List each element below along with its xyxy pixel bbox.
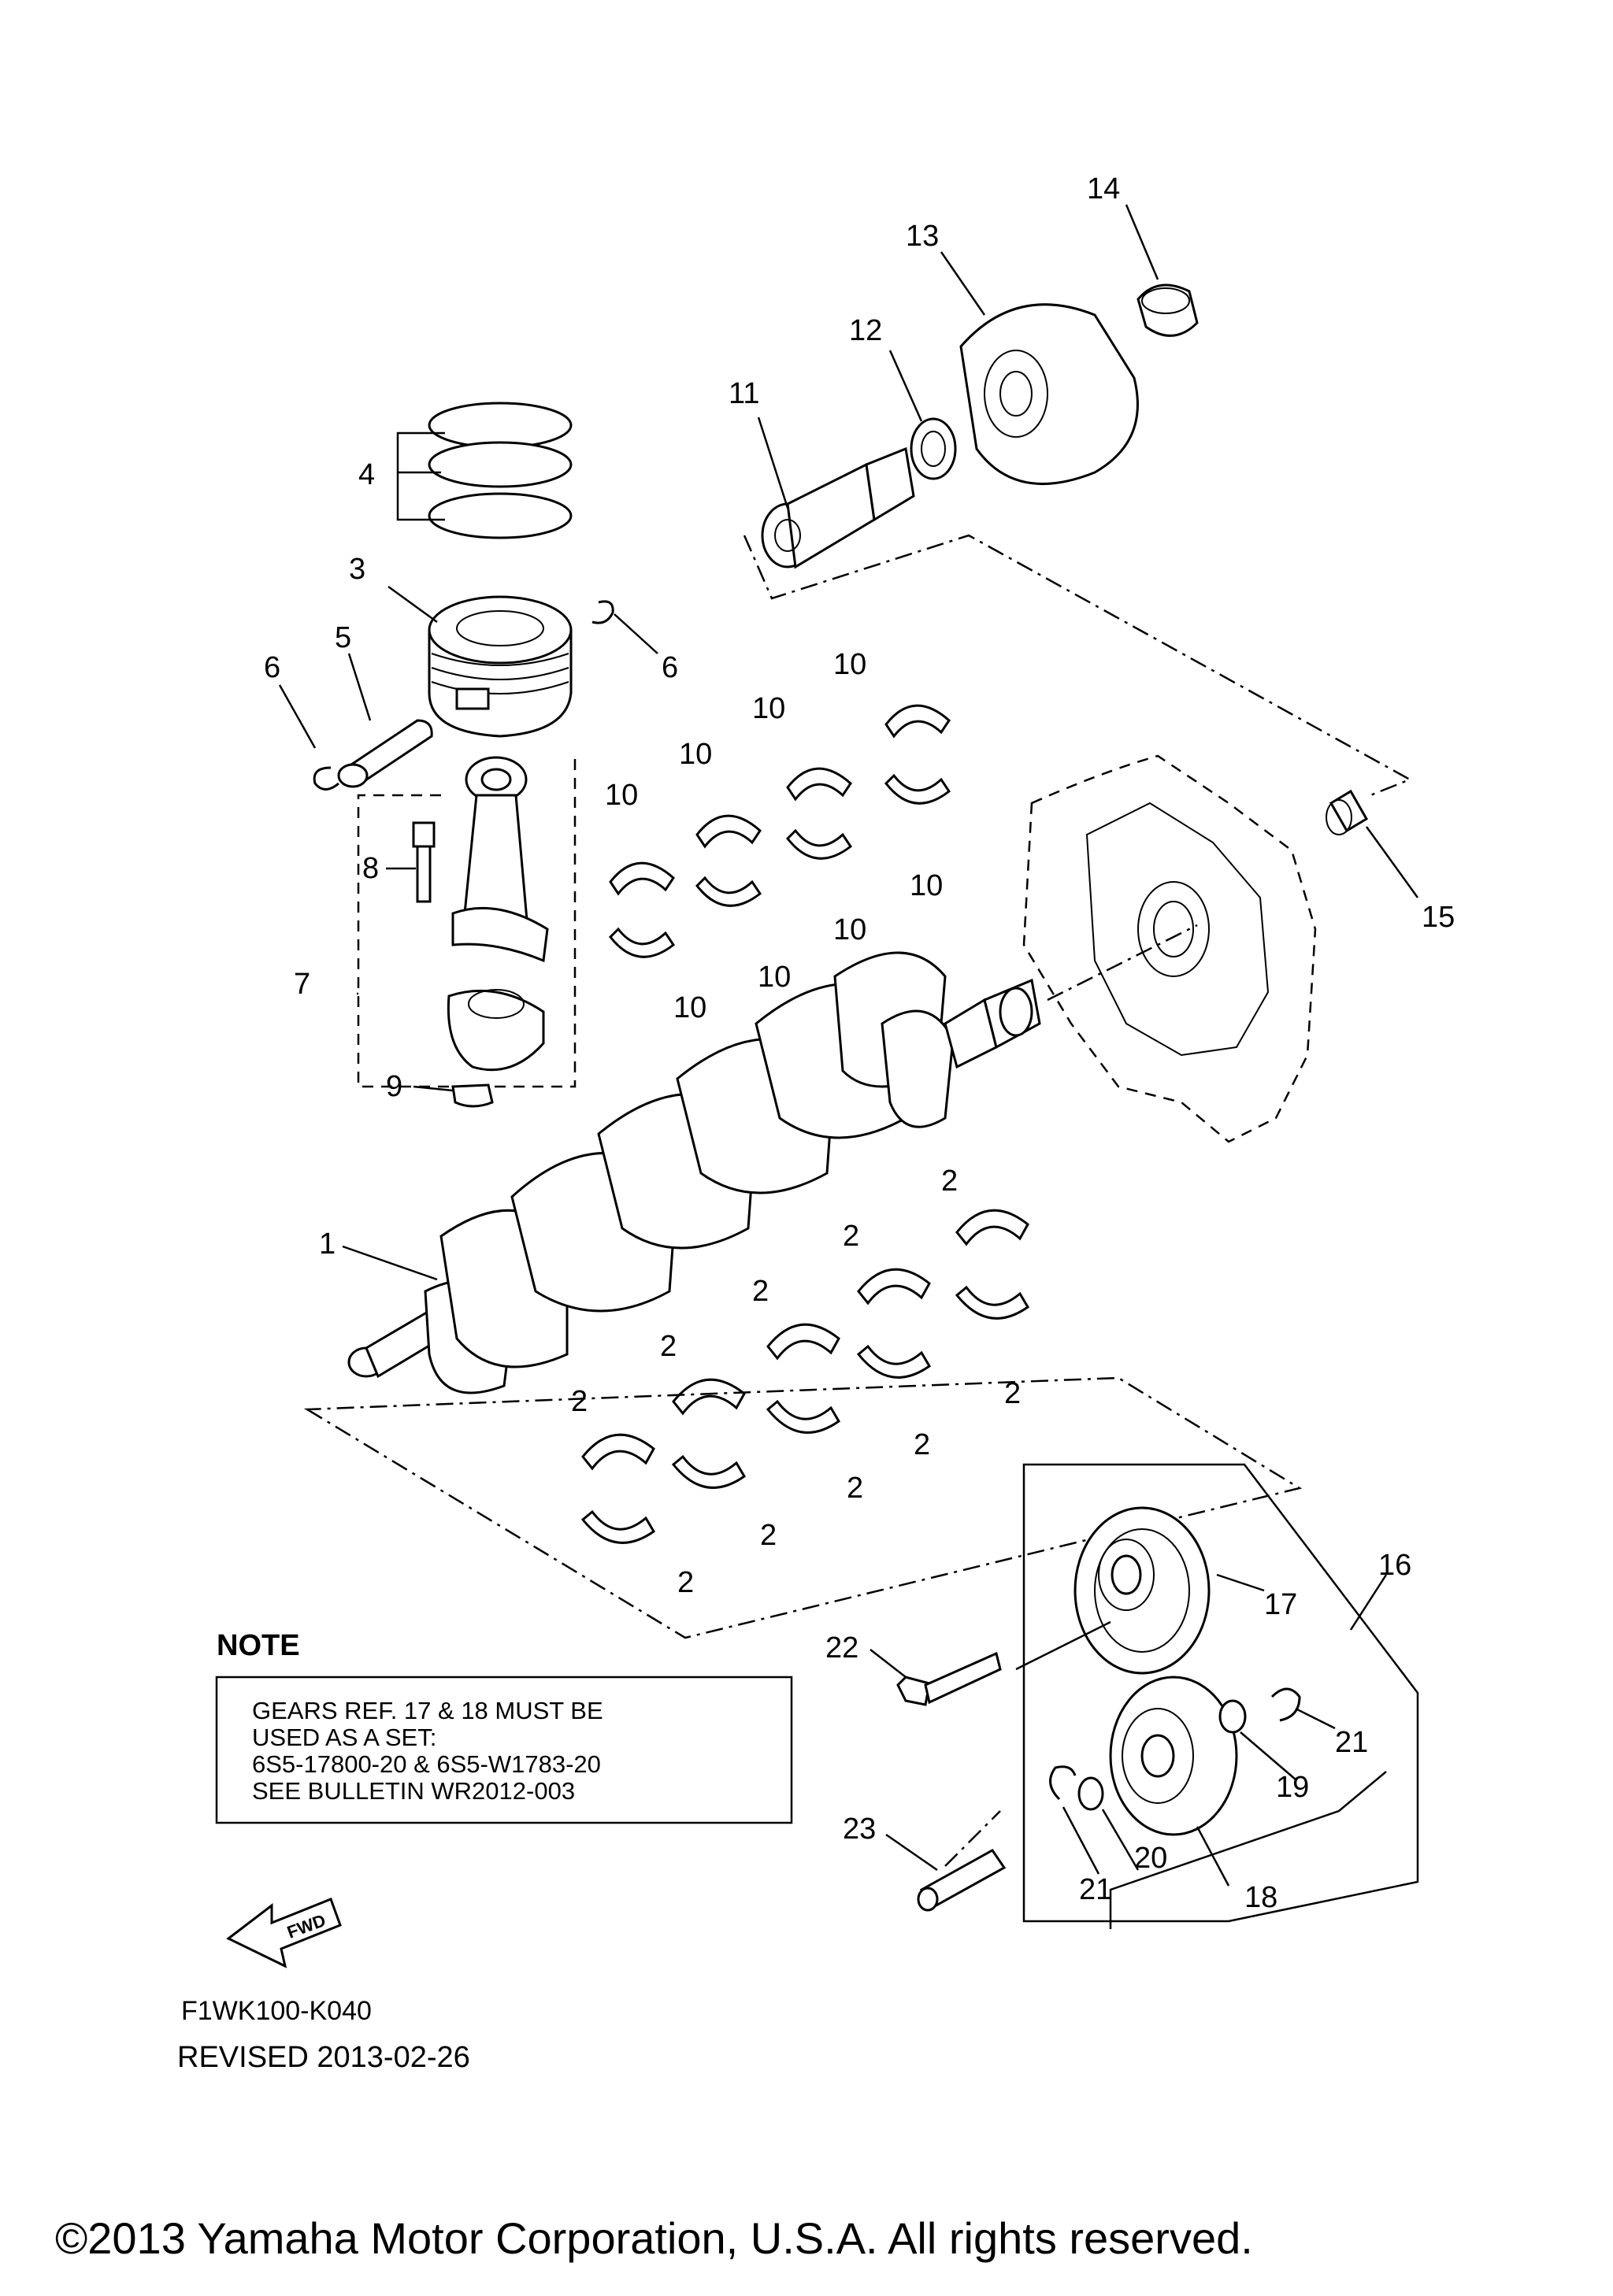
conrod-bearings xyxy=(609,704,951,958)
callout-17: 17 xyxy=(1264,1588,1297,1621)
gear-sub-bracket xyxy=(1109,1771,1387,1929)
oil-seal-15 xyxy=(1326,789,1369,835)
piston-rings xyxy=(428,402,573,539)
callout-10: 10 xyxy=(752,692,785,725)
callout-2: 2 xyxy=(1004,1377,1021,1410)
callout-5: 5 xyxy=(335,621,351,654)
callout-2: 2 xyxy=(752,1275,769,1308)
callout-10: 10 xyxy=(673,991,706,1024)
callout-6: 6 xyxy=(264,651,280,684)
callout-11: 11 xyxy=(729,377,759,410)
leader-lines xyxy=(278,204,1419,1887)
case-centerline xyxy=(1047,924,1198,1002)
callout-23: 23 xyxy=(843,1813,876,1846)
callout-7: 7 xyxy=(294,968,310,1001)
crank-outline xyxy=(303,1376,1303,1639)
shaft-axis xyxy=(944,1810,1001,1867)
washer-20 xyxy=(1077,1776,1104,1811)
callout-2: 2 xyxy=(677,1566,694,1599)
note-box: GEARS REF. 17 & 18 MUST BE USED AS A SET… xyxy=(215,1676,793,1824)
callout-1: 1 xyxy=(319,1228,336,1261)
callout-14: 14 xyxy=(1087,172,1120,206)
callout-15: 15 xyxy=(1422,901,1455,934)
piston xyxy=(428,595,573,738)
callout-10: 10 xyxy=(910,869,943,902)
connecting-rod xyxy=(447,756,549,1072)
piston-pin xyxy=(337,719,433,788)
crankshaft xyxy=(347,951,1041,1394)
ring-bracket xyxy=(396,431,445,521)
clip-21-right xyxy=(1270,1687,1301,1722)
note-line-1: GEARS REF. 17 & 18 MUST BE xyxy=(252,1697,603,1724)
circlip-right xyxy=(591,600,614,624)
coupler-shaft xyxy=(761,446,915,569)
callout-6: 6 xyxy=(662,651,678,684)
clip-21-left xyxy=(1049,1765,1077,1801)
callout-numbers: 1 2 2 2 2 2 2 2 2 2 2 3 4 5 6 6 7 8 9 10… xyxy=(264,172,1455,1914)
callout-2: 2 xyxy=(660,1330,677,1363)
callout-12: 12 xyxy=(849,314,882,347)
callout-2: 2 xyxy=(760,1519,777,1552)
gear-group-frame xyxy=(1022,1463,1419,1923)
copyright-footer: ©2013 Yamaha Motor Corporation, U.S.A. A… xyxy=(55,2213,1253,2263)
callout-4: 4 xyxy=(358,458,375,491)
callout-2: 2 xyxy=(847,1472,863,1505)
note-line-4: SEE BULLETIN WR2012-003 xyxy=(252,1777,575,1805)
rod-bolt xyxy=(412,821,436,903)
rod-nut xyxy=(451,1083,494,1108)
callout-10: 10 xyxy=(758,961,791,994)
callout-2: 2 xyxy=(843,1220,859,1253)
note-title: NOTE xyxy=(217,1629,300,1662)
callout-2: 2 xyxy=(914,1428,930,1461)
callout-8: 8 xyxy=(362,852,379,885)
note-line-3: 6S5-17800-20 & 6S5-W1783-20 xyxy=(252,1750,601,1778)
callout-9: 9 xyxy=(386,1070,402,1103)
revised-date: REVISED 2013-02-26 xyxy=(177,2041,470,2074)
callout-10: 10 xyxy=(679,738,712,771)
callout-18: 18 xyxy=(1244,1881,1277,1914)
fwd-arrow-icon: FWD xyxy=(226,1898,342,1968)
callout-10: 10 xyxy=(833,913,866,946)
callout-10: 10 xyxy=(833,648,866,681)
gear-17 xyxy=(1073,1506,1211,1675)
callout-2: 2 xyxy=(571,1385,588,1418)
rod-dashed-box xyxy=(357,752,577,1088)
bolt-axis xyxy=(1015,1620,1111,1671)
washer-12 xyxy=(910,417,957,480)
callout-10: 10 xyxy=(605,779,638,812)
main-bearings xyxy=(580,1209,1029,1544)
diagram-code: F1WK100-K040 xyxy=(181,1996,372,2026)
coupling-13 xyxy=(959,303,1139,486)
callout-3: 3 xyxy=(349,553,365,586)
callout-19: 19 xyxy=(1276,1771,1309,1804)
gear-18 xyxy=(1109,1676,1238,1836)
circlip-left xyxy=(313,766,339,791)
washer-19 xyxy=(1218,1699,1247,1734)
callout-2: 2 xyxy=(941,1165,958,1198)
callout-13: 13 xyxy=(906,220,939,253)
damper-14 xyxy=(1137,283,1199,337)
note-line-2: USED AS A SET: xyxy=(252,1724,436,1751)
callout-16: 16 xyxy=(1378,1549,1411,1582)
callout-22: 22 xyxy=(825,1631,858,1665)
callout-21: 21 xyxy=(1335,1726,1368,1759)
shaft-23 xyxy=(917,1849,1007,1912)
bolt-22 xyxy=(896,1651,1002,1706)
crankcase xyxy=(1022,754,1317,1143)
coupler-outline xyxy=(743,534,1412,797)
callout-20: 20 xyxy=(1134,1842,1167,1875)
callout-21: 21 xyxy=(1079,1873,1112,1906)
